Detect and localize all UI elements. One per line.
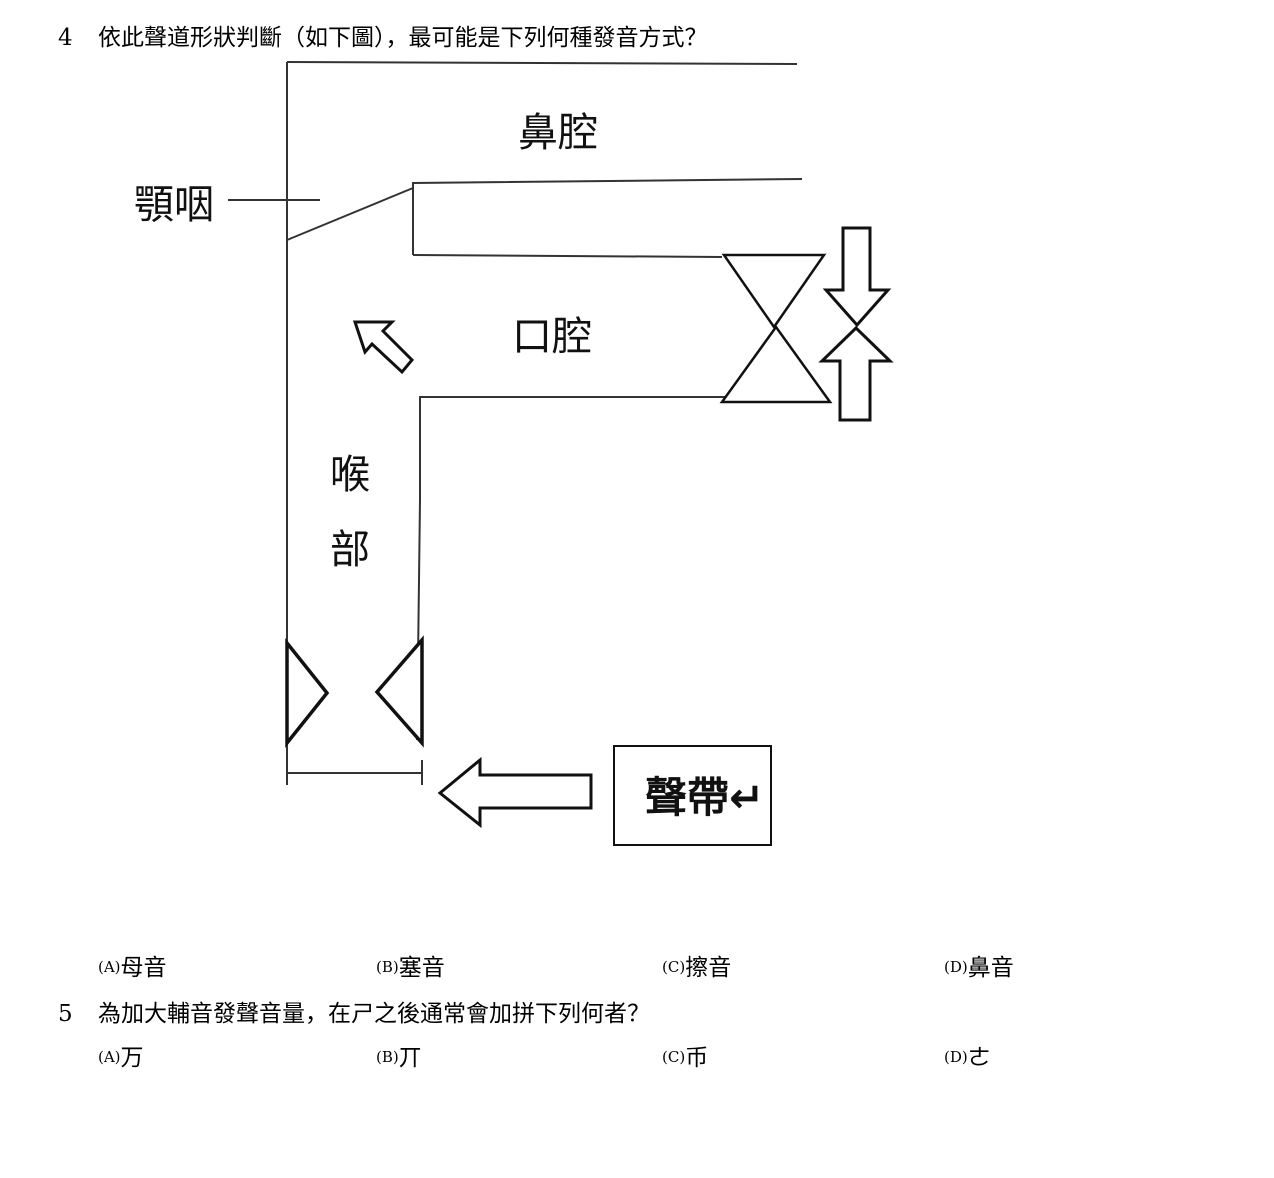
label-larynx-top: 喉	[330, 452, 370, 498]
vocal-tract-diagram: 鼻腔 顎咽 口腔 喉 部 聲帶↵	[134, 61, 894, 846]
q4-option-c[interactable]: (C)擦音	[662, 955, 732, 981]
vocal-cords-box	[613, 745, 772, 846]
arrow-down-icon	[822, 226, 892, 328]
lip-closure-symbol	[719, 253, 833, 404]
nasal-top-wall	[286, 61, 798, 65]
label-vocal-cords: 聲帶↵	[645, 773, 764, 822]
q5-option-b[interactable]: (B)丌	[376, 1045, 422, 1071]
label-oral-cavity: 口腔	[512, 314, 592, 360]
label-larynx-bottom: 部	[330, 527, 370, 573]
question-text: 為加大輔音發聲音量，在ㄕ之後通常會加拼下列何者？	[98, 1001, 650, 1027]
q4-option-d[interactable]: (D)鼻音	[944, 955, 1014, 981]
vocal-fold-left	[285, 638, 330, 748]
airflow-diagonal-arrow-icon	[352, 320, 415, 375]
airflow-left-arrow-icon	[437, 756, 593, 829]
question-number: 5	[58, 1001, 73, 1027]
question-text: 依此聲道形狀判斷（如下圖），最可能是下列何種發音方式？	[98, 25, 708, 51]
question-number: 4	[58, 25, 73, 51]
vocal-fold-right	[374, 635, 424, 748]
q5-option-a[interactable]: (A)万	[98, 1045, 144, 1071]
oral-roof-wall	[412, 254, 723, 258]
question-5: 5 為加大輔音發聲音量，在ㄕ之後通常會加拼下列何者？	[58, 994, 650, 1028]
q4-option-b[interactable]: (B)塞音	[376, 955, 445, 981]
arrow-up-icon	[818, 325, 894, 422]
label-nasal-cavity: 鼻腔	[518, 110, 598, 156]
q5-option-c[interactable]: (C)币	[662, 1045, 709, 1071]
question-4: 4 依此聲道形狀判斷（如下圖），最可能是下列何種發音方式？	[58, 18, 708, 52]
oral-floor-wall	[416, 396, 727, 741]
nasal-floor-wall	[412, 178, 803, 255]
q4-option-a[interactable]: (A)母音	[98, 955, 167, 981]
q5-option-d[interactable]: (D)ㄜ	[944, 1045, 991, 1071]
label-velopharynx: 顎咽	[134, 182, 214, 228]
velum-line	[286, 187, 414, 241]
